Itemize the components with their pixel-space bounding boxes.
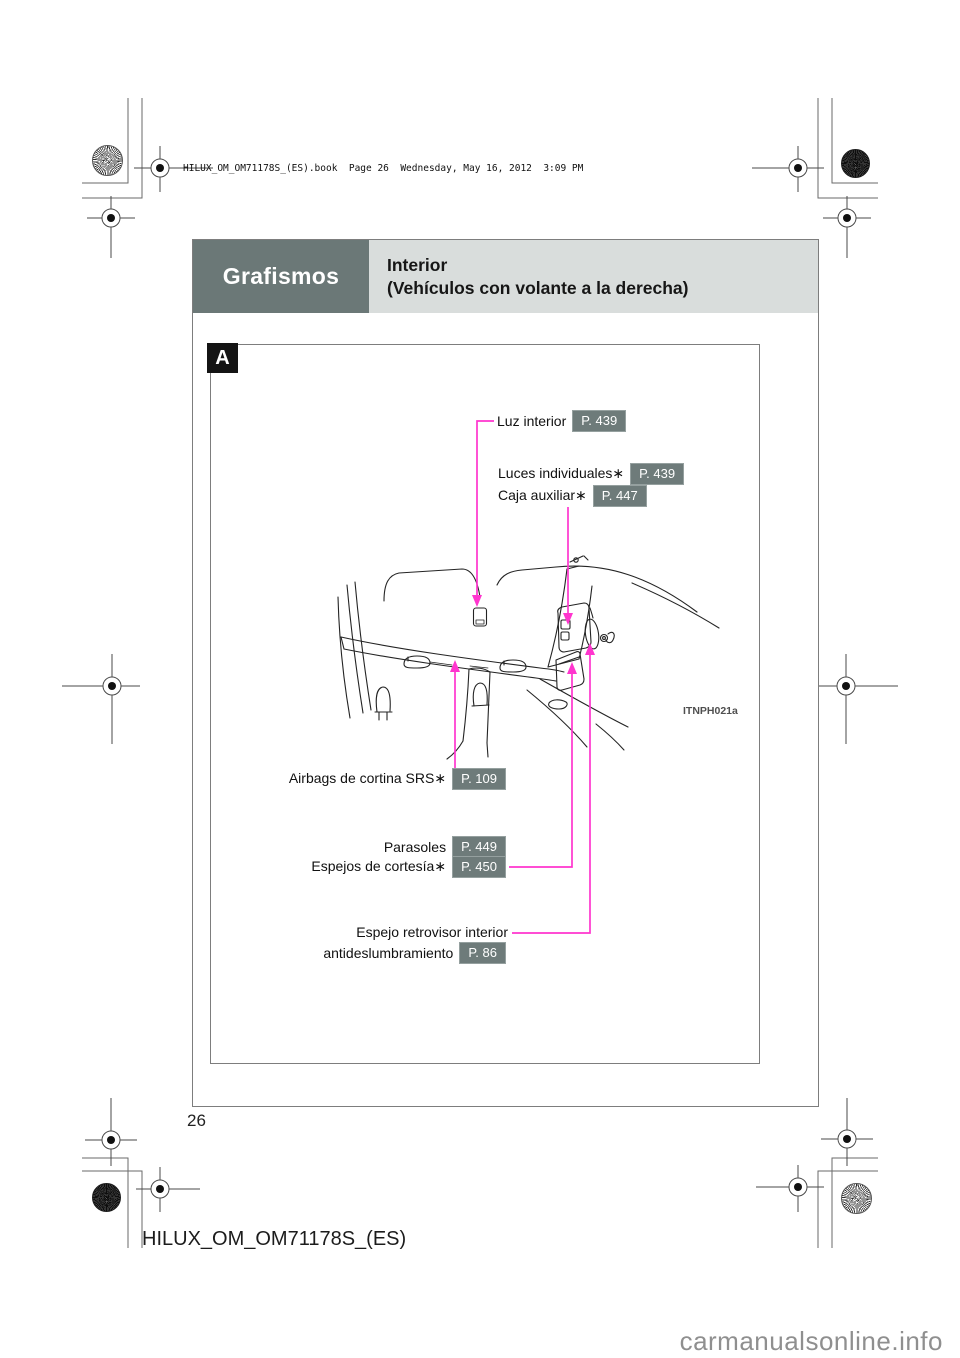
section-label: Grafismos — [222, 263, 340, 289]
callout-sun-visors: Parasoles P. 449 — [384, 836, 506, 858]
section-title-line2: (Vehículos con volante a la derecha) — [387, 278, 689, 298]
page-ref-badge: P. 439 — [630, 463, 685, 485]
callout-label: Luces individuales∗ — [498, 465, 625, 482]
callout-lines — [454, 420, 591, 934]
pinwheel-mark-top-right — [841, 149, 870, 178]
document-footer: HILUX_OM_OM71178S_(ES) — [142, 1228, 407, 1250]
page-ref-badge: P. 439 — [572, 410, 627, 432]
section-title-line1: Interior — [387, 254, 448, 275]
panel-label: A — [207, 343, 238, 373]
print-header-text: HILUX_OM_OM71178S_(ES).book Page 26 Wedn… — [183, 163, 584, 174]
callout-individual-lights: Luces individuales∗ P. 439 — [498, 463, 685, 485]
callout-auxiliary-box: Caja auxiliar∗ P. 447 — [498, 485, 647, 507]
watermark-text: carmanualsonline.info — [679, 1326, 943, 1356]
callout-label: Espejos de cortesía∗ — [311, 858, 447, 875]
callout-interior-light: Luz interior P. 439 — [497, 410, 627, 432]
car-interior-line-art — [337, 555, 720, 760]
callout-label: Caja auxiliar∗ — [498, 487, 587, 504]
pinwheel-mark-top-left — [92, 145, 123, 176]
pinwheel-mark-bottom-right — [841, 1183, 872, 1214]
callout-label: Parasoles — [383, 838, 447, 855]
callout-curtain-airbags: Airbags de cortina SRS∗ P. 109 — [289, 768, 506, 790]
interior-diagram — [337, 420, 720, 934]
callout-line-rear-view-mirror — [512, 652, 591, 934]
callout-label: Luz interior — [497, 412, 567, 429]
pinwheel-mark-bottom-left — [92, 1183, 121, 1212]
callout-line-interior-light — [476, 420, 494, 598]
callout-rear-view-mirror-line2: antideslumbramiento P. 86 — [323, 942, 506, 964]
callout-arrowheads — [450, 595, 595, 674]
section-title-cell: Interior (Vehículos con volante a la der… — [369, 240, 818, 313]
callout-rear-view-mirror-line1: Espejo retrovisor interior — [356, 924, 508, 940]
callout-line-sun-visors — [509, 671, 573, 868]
page-ref-badge: P. 450 — [452, 856, 506, 878]
page-ref-badge: P. 447 — [592, 485, 647, 507]
page-ref-badge: P. 86 — [459, 942, 506, 964]
figure-code: ITNPH021a — [683, 705, 738, 717]
page-number: 26 — [187, 1111, 206, 1130]
callout-vanity-mirrors: Espejos de cortesía∗ P. 450 — [311, 856, 506, 878]
section-header: Grafismos Interior (Vehículos con volant… — [193, 240, 818, 313]
section-label-cell: Grafismos — [193, 240, 369, 313]
page-ref-badge: P. 449 — [452, 836, 506, 858]
page-ref-badge: P. 109 — [452, 768, 506, 790]
callout-label: Airbags de cortina SRS∗ — [288, 770, 447, 787]
callout-label: antideslumbramiento — [323, 944, 454, 961]
